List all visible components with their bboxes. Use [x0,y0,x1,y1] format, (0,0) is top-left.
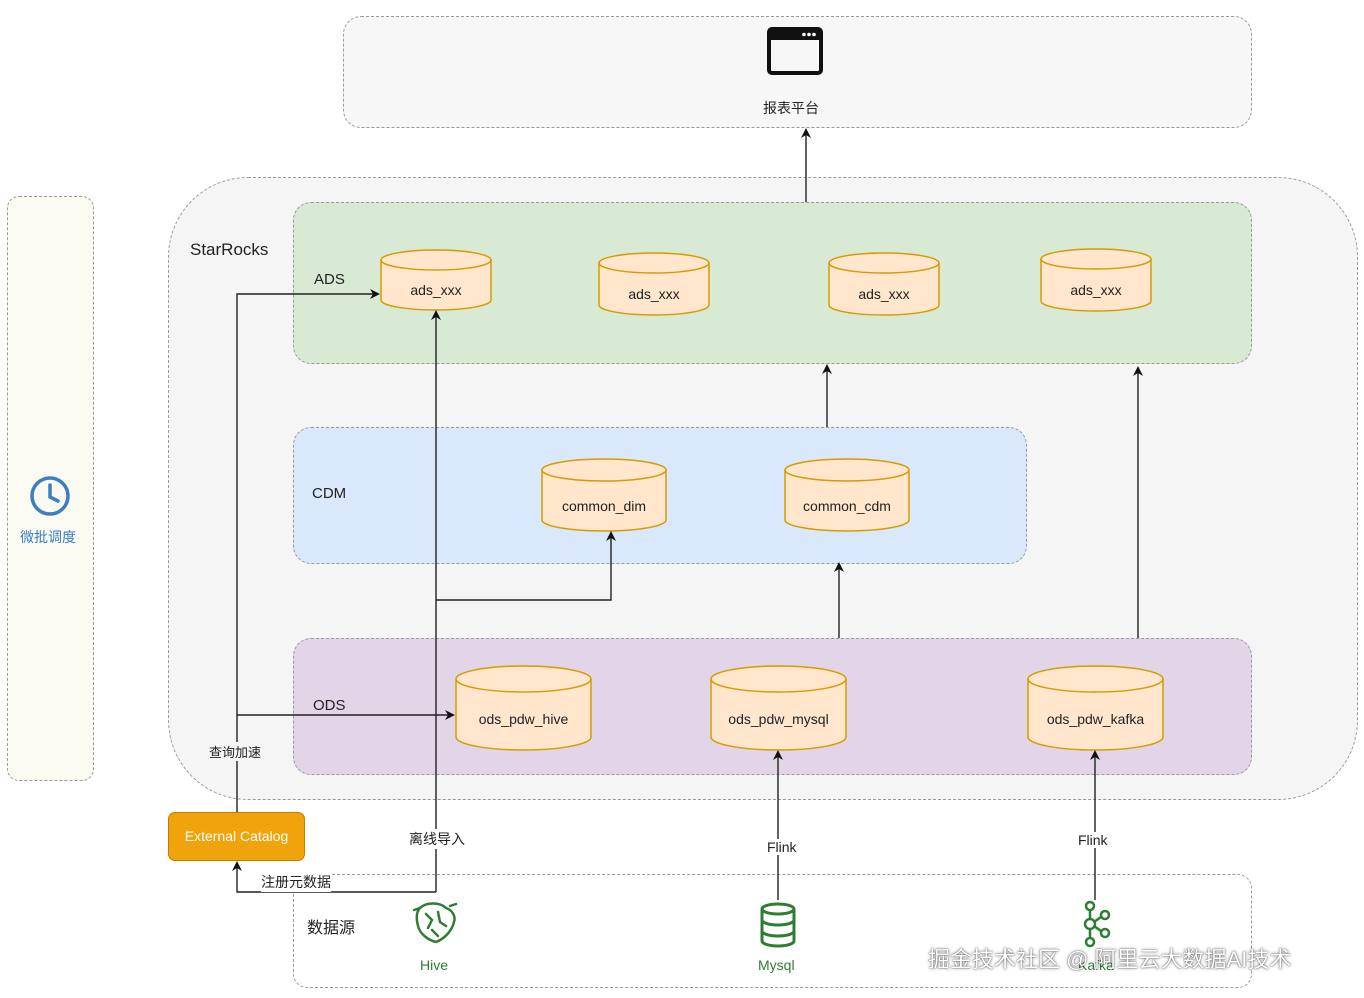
ads-table-1: ads_xxx [380,249,492,311]
cdm-table-common-dim: common_dim [541,458,667,532]
ads-table-4: ads_xxx [1040,248,1152,312]
external-catalog-box [168,812,305,861]
database-icon [758,902,798,948]
report-platform-label: 报表平台 [763,100,819,116]
edge-offline-to-common-dim [436,531,616,601]
ods-table-mysql: ods_pdw_mysql [710,665,847,751]
mysql-label: Mysql [758,957,795,973]
ods-table-hive-label: ods_pdw_hive [478,711,569,727]
kafka-label: Kafka [1078,957,1114,973]
ods-layer-label: ODS [313,697,346,714]
ads-table-1-label: ads_xxx [410,282,462,298]
ods-table-kafka-label: ods_pdw_kafka [1046,711,1145,727]
hive-icon [410,900,460,946]
ads-table-2-label: ads_xxx [628,286,680,302]
external-catalog-label: External Catalog [184,828,289,844]
ads-table-4-label: ads_xxx [1070,282,1122,298]
flink-mysql-label: Flink [767,839,797,855]
flink-kafka-label: Flink [1078,832,1108,848]
register-metadata-label: 注册元数据 [261,872,331,892]
kafka-icon [1078,900,1112,948]
hive-label: Hive [420,957,449,973]
ods-table-hive: ods_pdw_hive [455,665,592,751]
ods-table-mysql-label: ods_pdw_mysql [728,711,829,727]
ads-table-2: ads_xxx [598,252,710,316]
data-sources-label: 数据源 [307,920,356,937]
data-sources-box [293,874,1252,988]
watermark: 掘金技术社区 @ 阿里云大数据AI技术 [928,947,1292,972]
cdm-table-common-cdm-label: common_cdm [803,498,891,514]
cdm-table-common-cdm: common_cdm [784,458,910,532]
query-accel-label: 查询加速 [209,742,262,761]
starrocks-label: StarRocks [190,240,269,259]
clock-icon [28,474,72,518]
cdm-table-common-dim-label: common_dim [561,498,647,514]
edge-register-metadata [232,861,436,893]
edge-query-accel-to-ads [236,289,380,812]
scheduler-label: 微批调度 [20,529,76,545]
offline-import-label: 离线导入 [409,829,465,849]
monitor-icon [766,26,824,78]
ads-table-3: ads_xxx [828,252,940,316]
ads-layer-label: ADS [314,271,345,288]
ods-table-kafka: ods_pdw_kafka [1027,665,1164,751]
ads-table-3-label: ads_xxx [858,286,910,302]
cdm-layer-label: CDM [312,485,347,502]
